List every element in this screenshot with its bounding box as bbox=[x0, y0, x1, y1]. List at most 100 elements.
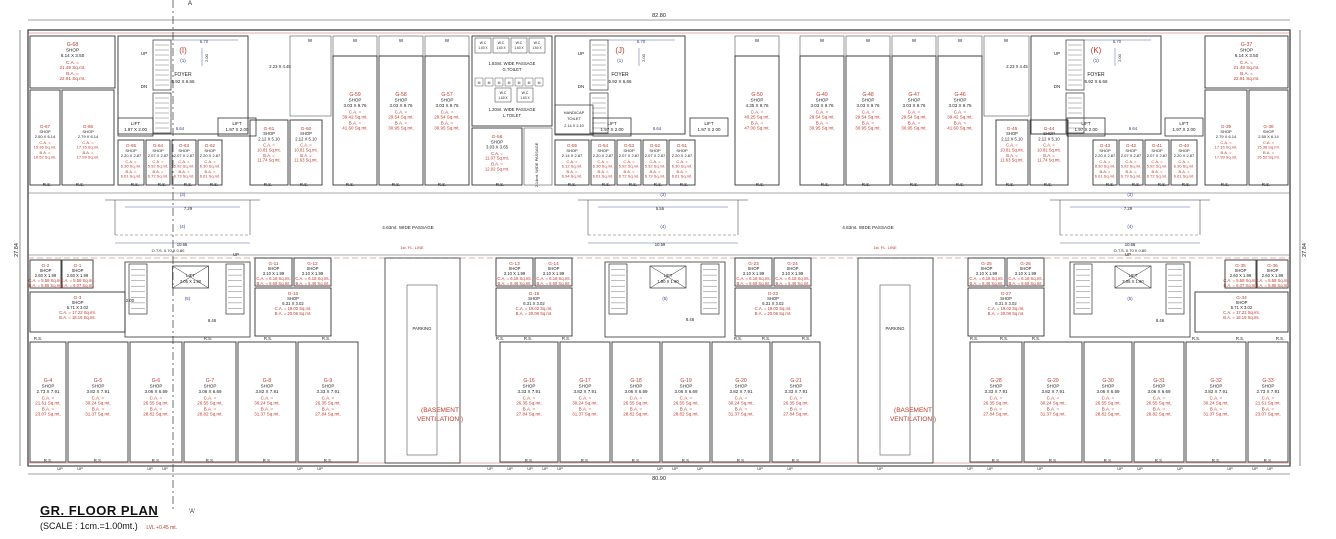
urinal-label: M bbox=[488, 81, 491, 85]
lift-size-label: 1.97 X 2.00 bbox=[124, 127, 148, 132]
shop-ca-label: C.A. = bbox=[125, 159, 137, 164]
shop-ba-value: B.A. = 18.19 Sq.mt. bbox=[59, 315, 95, 320]
shop-ba-label: B.A. = bbox=[66, 71, 79, 76]
shop-ca-value: C.A. = 6.18 Sq.mt. bbox=[256, 276, 290, 281]
shop-type-label: SHOP bbox=[287, 296, 299, 301]
wc-label: W.C bbox=[500, 91, 507, 95]
shop-size-label: 2.73 X 7.91 bbox=[36, 389, 60, 394]
shop-ba-label: B.A. = bbox=[150, 407, 163, 412]
shop-ca-value: 21.49 Sq.mt. bbox=[59, 65, 85, 70]
stair-up-label: UP bbox=[141, 51, 147, 56]
shop-g-55-outline bbox=[554, 139, 590, 186]
rs-marker: R.S. bbox=[34, 336, 42, 341]
overall-width-top-label: 82.80 bbox=[652, 13, 666, 19]
foyer-size-label: 5.92 X 6.66 bbox=[171, 79, 195, 84]
shop-id-label: G-67 bbox=[40, 124, 51, 129]
parking-ramp-outline bbox=[384, 257, 461, 464]
shop-type-label: SHOP bbox=[990, 384, 1003, 389]
shop-ca-value: 29.54 Sq.mt. bbox=[434, 115, 460, 120]
shop-type-label: SHOP bbox=[125, 148, 137, 153]
rs-marker: R.S. bbox=[654, 182, 662, 187]
lift-size-label: 1.97 X 2.00 bbox=[1074, 127, 1098, 132]
shop-ca-value: C.A. = 6.18 Sq.mt. bbox=[497, 276, 531, 281]
rs-marker: R.S. bbox=[1212, 458, 1220, 463]
shop-ba-value: 28.82 Sq.mt. bbox=[1095, 412, 1121, 417]
shop-id-label: G-6 bbox=[152, 378, 161, 384]
front-step-up-label: UP bbox=[507, 466, 513, 471]
window-bay bbox=[983, 35, 1030, 117]
shop-ca-label: C.A. = bbox=[1151, 159, 1163, 164]
fl-line-label: 1st. FL. LINE bbox=[400, 245, 424, 250]
core-outline bbox=[604, 261, 726, 338]
shop-type-label: SHOP bbox=[597, 148, 609, 153]
ots-label: O.T.S. 0.70 X 0.80 bbox=[1114, 248, 1147, 253]
lift-size-label: 3.05 X 1.90 bbox=[1122, 279, 1144, 284]
shop-ba-value: 41.60 Sq.mt. bbox=[947, 126, 973, 131]
shop-id-label: G-34 bbox=[1236, 295, 1247, 300]
shop-ba-value: 6.61 Sq.mt. bbox=[200, 174, 220, 179]
shop-ca-label: C.A. = bbox=[1240, 60, 1253, 65]
rs-marker: R.S. bbox=[324, 458, 332, 463]
shop-type-label: SHOP bbox=[322, 384, 335, 389]
shop-ba-value: 27.84 Sq.mt. bbox=[516, 412, 542, 417]
shop-ca-label: C.A. = bbox=[204, 159, 216, 164]
rs-marker: R.S. bbox=[568, 182, 576, 187]
shop-ba-label: B.A. = bbox=[1262, 407, 1275, 412]
rs-marker: R.S. bbox=[1192, 336, 1200, 341]
rs-marker: R.S. bbox=[346, 182, 354, 187]
shop-id-label: G-26 bbox=[1020, 261, 1031, 266]
shop-g-56-outline bbox=[471, 127, 523, 186]
shop-ba-value: B.A. = 6.07 Sq.mt. bbox=[60, 283, 94, 288]
shop-ca-value: C.A. = 6.18 Sq.mt. bbox=[295, 276, 329, 281]
shop-ca-value: C.A. = 19.02 Sq.mt. bbox=[988, 306, 1025, 311]
shop-type-label: SHOP bbox=[1263, 129, 1275, 134]
shop-size-label: 2.60 X 1.99 bbox=[35, 273, 57, 278]
stair-up-label: UP bbox=[1054, 51, 1060, 56]
shop-type-label: SHOP bbox=[72, 268, 84, 273]
shop-type-label: SHOP bbox=[748, 266, 760, 271]
shop-type-label: SHOP bbox=[649, 148, 661, 153]
shop-g-6-outline bbox=[129, 341, 183, 463]
shop-ba-label: B.A. = bbox=[630, 407, 643, 412]
window-label: W bbox=[755, 38, 760, 43]
shop-type-label: SHOP bbox=[1102, 384, 1115, 389]
stair-core-outline bbox=[554, 35, 686, 135]
shop-id-label: G-63 bbox=[179, 143, 190, 148]
shop-type-label: SHOP bbox=[954, 98, 967, 103]
rs-marker: R.S. bbox=[43, 182, 51, 187]
shop-size-label: 3.03 X 9.76 bbox=[948, 103, 972, 108]
shop-id-label: G-20 bbox=[735, 378, 746, 384]
basement-ventilation-label: (BASEMENT bbox=[421, 407, 459, 414]
dimension-label: 2.00 bbox=[126, 298, 135, 303]
shop-size-label: 2.60 X 1.99 bbox=[1230, 273, 1252, 278]
wc-size-label: 1.60 X bbox=[478, 46, 488, 50]
shop-type-label: SHOP bbox=[566, 148, 578, 153]
shop-type-label: SHOP bbox=[66, 48, 79, 53]
shop-g-11-outline bbox=[254, 257, 293, 287]
shop-ba-value: 28.82 Sq.mt. bbox=[143, 412, 169, 417]
shop-ba-value: 31.37 Sq.mt. bbox=[728, 412, 754, 417]
shop-size-label: 3.06 X 6.69 bbox=[1147, 389, 1171, 394]
shop-type-label: SHOP bbox=[790, 384, 803, 389]
shop-g-17-outline bbox=[559, 341, 611, 463]
shop-size-label: 3.82 X 7.91 bbox=[255, 389, 279, 394]
shop-ca-label: C.A. = bbox=[152, 159, 164, 164]
core-number-label: (5) bbox=[662, 296, 668, 301]
shop-ca-value: 6.30 Sq.mt. bbox=[200, 164, 220, 169]
window-label: W bbox=[399, 38, 404, 43]
urinal-unit bbox=[474, 77, 484, 87]
rs-marker: R.S. bbox=[1044, 182, 1052, 187]
lift-outline bbox=[1164, 117, 1204, 137]
shop-size-label: 2.12 X 5.10 bbox=[1001, 136, 1023, 141]
shop-ba-label: B.A. = bbox=[178, 169, 190, 174]
shop-ca-label: C.A. = bbox=[1006, 143, 1018, 148]
shop-ca-label: C.A. = bbox=[441, 110, 454, 115]
shop-ca-value: C.A. = 6.18 Sq.mt. bbox=[736, 276, 770, 281]
front-step-up-label: UP bbox=[967, 466, 973, 471]
lift-cross bbox=[649, 265, 687, 289]
shop-type-label: SHOP bbox=[307, 266, 319, 271]
shop-ca-label: C.A. = bbox=[908, 110, 921, 115]
shop-ba-value: 11.74 Sq.mt. bbox=[257, 158, 280, 163]
shop-id-label: G-60 bbox=[301, 126, 312, 132]
shop-g-8-outline bbox=[237, 341, 297, 463]
